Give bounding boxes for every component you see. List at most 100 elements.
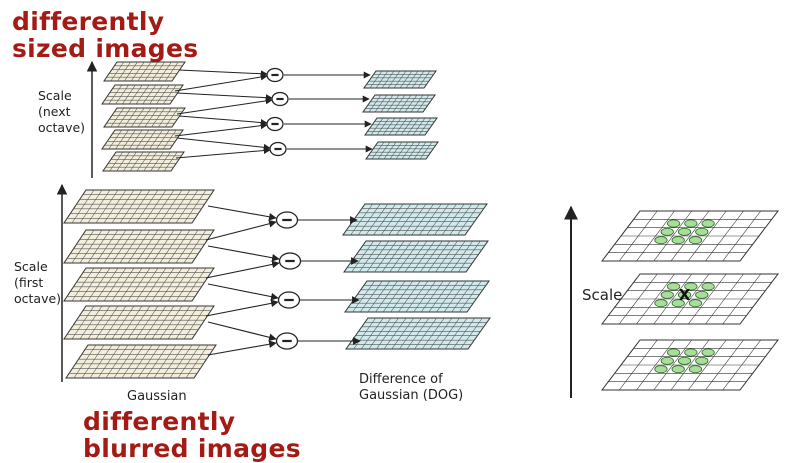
gaussian-small-5-vline (157, 151, 171, 172)
gaussian-large-4-vline (119, 305, 143, 340)
gaussian-large-2-vline (79, 229, 103, 264)
gaussian-small-2-vline (142, 84, 157, 105)
subtract-small-2 (271, 91, 289, 107)
neighbor-keypoint (660, 290, 674, 299)
gaussian-small-5 (102, 151, 185, 172)
arrow-small-lower-1 (174, 73, 268, 92)
dog-small-1-vline (411, 70, 425, 89)
gaussian-small-3-vline (117, 107, 131, 128)
gaussian-large-4-vline (111, 305, 135, 340)
axis-label-next-octave: Scale (next octave) (38, 88, 85, 136)
dog-label-line-1: Difference of (359, 372, 443, 387)
dog-large-1-vline (403, 203, 427, 236)
neighbor-keypoint (684, 282, 698, 291)
dog-large-4-vline (414, 317, 437, 350)
gaussian-large-4-vline (127, 305, 151, 340)
gaussian-small-4-vline (108, 129, 123, 150)
gaussian-large-2-vline (151, 229, 175, 264)
gaussian-large-4-vline (103, 305, 127, 340)
gaussian-small-4-vline (115, 129, 129, 150)
gaussian-small-4 (101, 129, 184, 150)
dog-large-2-vline (366, 240, 390, 273)
subtract-small-4 (269, 141, 287, 157)
gaussian-small-3-vline (151, 107, 165, 128)
axis-label-next-octave-line-3: octave) (38, 120, 86, 135)
arrow-small-lower-3 (174, 122, 268, 137)
dog-large-3-vline (428, 280, 452, 313)
gaussian-large-5-vline (161, 344, 185, 379)
gaussian-small-1-vline (158, 61, 172, 82)
gaussian-large-5-vline (89, 344, 113, 379)
top-title-line-2: sized images (12, 34, 199, 63)
dog-small-1-vline (399, 70, 413, 89)
dog-large-2-vline (458, 240, 481, 273)
dog-large-2-vline (442, 240, 466, 273)
gaussian-small-2-vline (156, 84, 170, 105)
arrow-large-lower-1 (205, 219, 277, 241)
gaussian-small-3-vline (137, 107, 152, 128)
bottom-title: differently blurred images (83, 408, 301, 462)
gaussian-large-3-vline (95, 267, 119, 302)
subtract-small-3 (266, 116, 284, 132)
dog-small-4-vline (407, 141, 421, 160)
dog-large-2-vline (359, 240, 382, 273)
neighbor-keypoint (654, 299, 668, 308)
gaussian-small-3-vline (164, 107, 179, 128)
gaussian-large-2-vline (135, 229, 159, 264)
gaussian-large-2-vline (95, 229, 119, 264)
dog-large-4-vline (399, 317, 422, 350)
dog-small-3-vline (412, 117, 426, 136)
neighbor-keypoint (695, 356, 709, 365)
gaussian-small-2-vline (128, 84, 143, 105)
dog-small-3-vline (394, 117, 408, 136)
gaussian-small-4-vline (149, 129, 163, 150)
gaussian-small-5-vline (123, 151, 137, 172)
gaussian-large-3 (63, 267, 215, 302)
gaussian-large-2-vline (111, 229, 135, 264)
dog-large-1-vline (388, 203, 411, 236)
gaussian-large-1-vline (71, 189, 95, 224)
dog-large-2-vline (412, 240, 435, 273)
dog-label: Difference of Gaussian (DOG) (359, 372, 463, 404)
gaussian-large-5-vline (185, 344, 209, 379)
extremum-marker: X (679, 286, 691, 304)
gaussian-large-5-vline (113, 344, 137, 379)
gaussian-large-1-vline (95, 189, 119, 224)
dog-large-3-vline (421, 280, 444, 313)
dog-small-1-vline (417, 70, 431, 89)
dog-large-4-vline (444, 317, 468, 350)
dog-large-3-vline (398, 280, 421, 313)
gaussian-small-5-vline (109, 151, 124, 172)
gaussian-large-4 (63, 305, 215, 340)
gaussian-large-3-vline (143, 267, 167, 302)
axis-label-first-octave-line-1: Scale (14, 259, 48, 274)
gaussian-small-2-vline (115, 84, 129, 105)
dog-large-1-vline (380, 203, 404, 236)
gaussian-large-1 (63, 189, 215, 224)
neighbor-keypoint (667, 282, 681, 291)
gaussian-small-2-vline (122, 84, 136, 105)
dog-small-1 (363, 70, 437, 89)
gaussian-large-2-vline (143, 229, 167, 264)
bottom-title-line-1: differently (83, 407, 236, 436)
gaussian-small-1-vline (151, 61, 165, 82)
dog-small-4-vline (395, 141, 409, 160)
arrow-large-upper-3 (207, 283, 279, 301)
arrow-large-lower-3 (205, 299, 279, 317)
gaussian-large-3-vline (79, 267, 103, 302)
dog-small-2-vline (386, 94, 400, 113)
arrow-large-upper-4 (207, 321, 277, 342)
dog-small-4-vline (389, 141, 403, 160)
gaussian-large-1-vline (103, 189, 127, 224)
extrema-layer-top (600, 210, 780, 262)
dog-large-3-vline (367, 280, 391, 313)
gaussian-large-1-vline (167, 189, 191, 224)
gaussian-large-5-vline (169, 344, 193, 379)
dog-large-4-vline (422, 317, 445, 350)
gaussian-small-3 (103, 107, 186, 128)
dog-large-4-vline (376, 317, 399, 350)
neighbor-keypoint (688, 299, 703, 308)
gaussian-large-4-vline (71, 305, 95, 340)
neighbor-keypoint (684, 219, 698, 228)
gaussian-large-3-vline (159, 267, 183, 302)
